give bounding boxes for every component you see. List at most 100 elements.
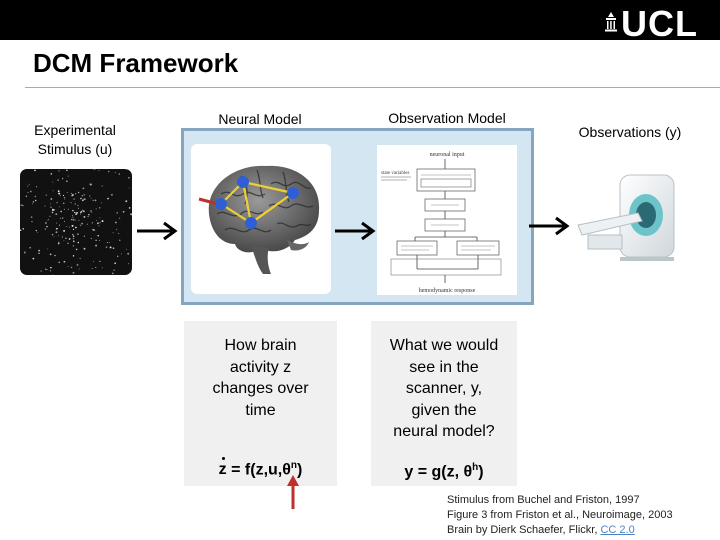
stimulus-dot — [70, 201, 72, 204]
stimulus-dot — [66, 191, 68, 193]
stimulus-dot — [50, 198, 53, 200]
obs-desc-line: see in the — [409, 358, 479, 376]
stimulus-dot — [125, 248, 127, 250]
top-bar — [0, 0, 720, 40]
stimulus-dot — [105, 246, 108, 248]
neural-model-description: How brain activity z changes over time z… — [184, 321, 337, 486]
credit-text: Brain by Dierk Schaefer, Flickr, — [447, 524, 601, 536]
stimulus-dot — [66, 180, 68, 182]
stimulus-dot — [83, 235, 85, 237]
observation-model-label: Observation Model — [388, 110, 506, 126]
stimulus-dot — [64, 198, 65, 200]
stimulus-dot — [72, 209, 74, 212]
stimulus-dot — [92, 228, 94, 231]
stimulus-dot — [95, 239, 97, 241]
stimulus-dot — [55, 213, 58, 216]
stimulus-dot — [46, 269, 48, 271]
stimulus-dot — [89, 195, 91, 197]
stimulus-dot — [59, 206, 61, 208]
stimulus-dot — [73, 198, 75, 200]
stimulus-dot — [121, 253, 122, 255]
stimulus-dot — [101, 220, 104, 223]
stimulus-dot — [63, 208, 65, 210]
stimulus-dot — [116, 228, 118, 230]
stimulus-dot — [98, 170, 100, 171]
stimulus-dot — [115, 221, 117, 224]
stimulus-dot — [74, 203, 76, 205]
stimulus-dot — [63, 260, 66, 263]
stimulus-dot — [52, 190, 54, 192]
neural-description-text: How brain activity z changes over time — [184, 335, 337, 421]
stimulus-dot — [77, 192, 79, 194]
stimulus-dot — [63, 196, 66, 199]
stimulus-dot — [58, 170, 60, 172]
stimulus-dot — [83, 247, 86, 250]
stimulus-dot — [110, 193, 113, 196]
stimulus-dot — [72, 245, 74, 247]
stimulus-dot — [27, 192, 29, 193]
stimulus-dot — [81, 195, 83, 197]
stimulus-dot — [130, 213, 132, 216]
stimulus-dot — [76, 233, 79, 236]
stimulus-dot — [89, 183, 92, 186]
model-state-label: state variables — [381, 171, 410, 176]
stimulus-dot — [71, 194, 73, 197]
stimulus-dot — [99, 217, 101, 219]
stimulus-dot — [51, 233, 54, 236]
stimulus-dot — [34, 169, 36, 172]
stimulus-dot — [106, 241, 108, 244]
stimulus-dot — [99, 222, 101, 224]
stimulus-dot — [67, 266, 69, 268]
stimulus-dot — [67, 175, 69, 177]
stimulus-dot — [47, 218, 49, 220]
observation-equation: y = g(z, θh) — [371, 457, 517, 483]
stimulus-dot — [63, 220, 65, 222]
stimulus-dot — [20, 271, 22, 274]
obs-desc-line: What we would — [389, 337, 499, 354]
stimulus-dot — [83, 198, 86, 200]
logo-text: UCL — [621, 3, 698, 44]
stimulus-dot — [50, 203, 52, 205]
stimulus-dot — [44, 228, 47, 230]
neural-model-label: Neural Model — [218, 111, 302, 127]
stimulus-dot — [61, 177, 64, 180]
stimulus-dot — [82, 199, 84, 202]
stimulus-dot — [63, 240, 65, 242]
stimulus-dot — [49, 215, 51, 217]
stimulus-dot — [36, 231, 38, 233]
stimulus-dot — [27, 185, 29, 187]
license-link[interactable]: CC 2.0 — [600, 524, 635, 536]
stimulus-dot — [80, 213, 81, 215]
stimulus-dot — [57, 190, 60, 193]
stimulus-dot — [127, 252, 130, 255]
stimulus-dot — [58, 192, 60, 194]
neural-desc-line: How brain — [224, 337, 297, 354]
stimulus-dot — [122, 210, 125, 213]
stimulus-dot — [83, 210, 85, 213]
stimulus-dot — [35, 229, 38, 232]
stimulus-dot — [44, 205, 46, 207]
stimulus-dot — [117, 255, 119, 257]
stimulus-dot — [20, 229, 22, 232]
hemodynamic-model-figure: neuronal input state variables hemodynam… — [377, 145, 517, 295]
stimulus-dot — [74, 211, 76, 214]
stimulus-dot — [65, 237, 67, 239]
stimulus-dot — [71, 215, 74, 217]
credit-line: Brain by Dierk Schaefer, Flickr, CC 2.0 — [447, 523, 673, 538]
stimulus-dot — [118, 217, 121, 219]
stimulus-label-line1: Experimental — [34, 122, 116, 138]
stimulus-dot — [52, 181, 54, 183]
stimulus-dot — [69, 226, 71, 228]
stimulus-dot — [32, 203, 34, 205]
stimulus-dot — [66, 225, 68, 227]
stimulus-dot — [32, 201, 35, 203]
stimulus-dot — [98, 225, 100, 227]
stimulus-dot — [95, 208, 97, 210]
stimulus-dot — [125, 169, 127, 170]
stimulus-dot — [44, 268, 47, 270]
stimulus-dot — [44, 222, 47, 224]
stimulus-dot — [31, 220, 33, 223]
model-top-label: neuronal input — [430, 152, 465, 158]
portico-icon — [605, 12, 617, 32]
stimulus-dot — [52, 274, 54, 275]
